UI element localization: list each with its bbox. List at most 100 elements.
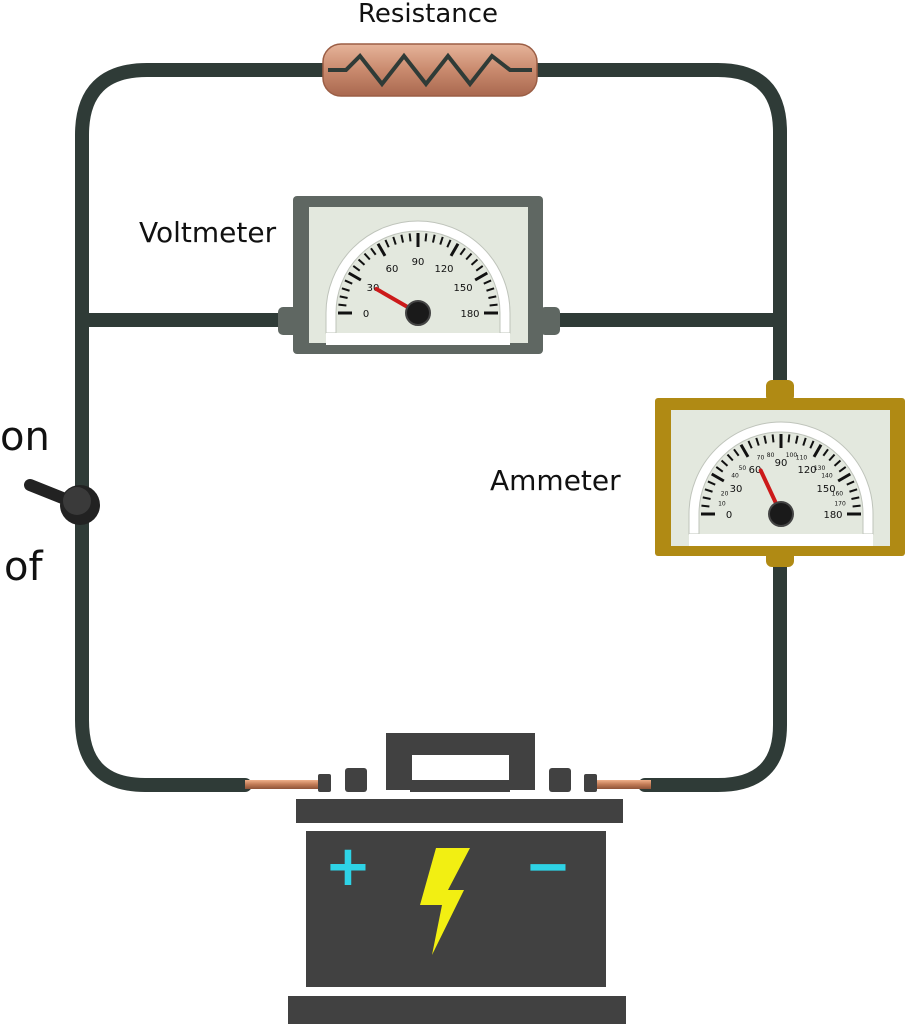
switch-on-label: on — [0, 414, 50, 460]
wire-right-top — [528, 63, 787, 392]
ammeter-minor-scale-label: 110 — [796, 455, 808, 462]
voltmeter-tick — [376, 242, 387, 257]
ammeter-minor-scale-label: 20 — [721, 490, 729, 497]
voltmeter-tick — [483, 279, 492, 285]
ammeter-minor-scale-label: 70 — [757, 455, 765, 462]
battery-terminal-right — [549, 768, 571, 792]
ammeter-scale-label: 150 — [816, 484, 835, 495]
ammeter-tick — [771, 434, 775, 443]
ammeter-minor-scale-label: 140 — [821, 472, 833, 479]
ammeter-minor-scale-label: 160 — [832, 490, 844, 497]
ammeter-minor-scale-label: 40 — [731, 472, 739, 479]
ammeter-minor-scale-label: 80 — [767, 452, 775, 459]
voltmeter-tick — [341, 287, 350, 292]
voltmeter-tick — [470, 258, 479, 266]
switch-off-label: of — [4, 544, 43, 590]
wire-right-bottom — [638, 553, 787, 792]
voltmeter-tick — [424, 233, 428, 242]
ammeter-tick — [733, 448, 740, 457]
battery-handle — [386, 733, 535, 790]
voltmeter-dial-base — [326, 333, 510, 345]
ammeter-tick — [802, 437, 807, 446]
voltmeter-tick — [357, 258, 366, 266]
positive-terminal-symbol: + — [325, 834, 372, 899]
ammeter-tick — [704, 488, 713, 493]
voltmeter-tick — [439, 236, 444, 245]
voltmeter-tick — [475, 265, 484, 272]
voltmeter-tick — [339, 295, 348, 300]
ammeter-scale-label: 120 — [797, 465, 816, 476]
resistor — [322, 43, 538, 97]
resistance-label: Resistance — [358, 0, 498, 29]
bolt-icon — [420, 848, 470, 955]
ammeter-needle-hub — [768, 501, 794, 527]
voltmeter-tick — [370, 247, 377, 256]
ammeter-tick — [794, 435, 799, 444]
ammeter-tick — [838, 466, 847, 473]
voltmeter-scale-label: 90 — [412, 257, 425, 268]
voltmeter-scale-label: 180 — [460, 309, 479, 320]
voltmeter-label: Voltmeter — [139, 216, 277, 249]
ammeter-tick — [833, 459, 842, 467]
ammeter-tick — [707, 480, 716, 486]
ammeter-tick — [720, 459, 729, 467]
voltmeter-tick — [408, 233, 412, 242]
ammeter-scale-label: 60 — [749, 465, 762, 476]
ammeter-minor-scale-label: 100 — [786, 452, 798, 459]
battery-terminal-left — [345, 768, 367, 792]
voltmeter-tick — [363, 252, 371, 261]
voltmeter-tick — [338, 303, 347, 307]
ammeter-tick — [852, 504, 861, 508]
voltmeter-scale-label: 150 — [453, 283, 472, 294]
copper-lead-left — [245, 780, 320, 789]
ammeter-tick — [715, 466, 724, 473]
ammeter-tick — [747, 440, 753, 449]
voltmeter-tick — [489, 303, 498, 307]
ammeter-scale-label: 180 — [823, 510, 842, 521]
voltmeter-tick — [344, 279, 353, 285]
voltmeter-tick — [384, 239, 390, 248]
ammeter-tick — [846, 480, 855, 486]
ammeter-tick — [828, 453, 836, 462]
ammeter-label: Ammeter — [490, 464, 621, 497]
ammeter-minor-scale-label: 170 — [834, 501, 846, 508]
ammeter-minor-scale-label: 10 — [718, 501, 726, 508]
ammeter-dial-base — [689, 534, 873, 546]
voltmeter-tick — [486, 287, 495, 292]
voltmeter-tick — [488, 295, 497, 300]
ammeter-tick — [851, 496, 860, 501]
ammeter-scale-label: 90 — [775, 458, 788, 469]
ammeter-tick — [809, 440, 815, 449]
battery-base — [288, 996, 626, 1024]
voltmeter-tick — [400, 234, 405, 243]
voltmeter-tick — [459, 247, 466, 256]
negative-terminal-symbol: − — [525, 834, 572, 899]
ammeter-minor-scale-label: 50 — [739, 465, 747, 472]
voltmeter-scale-label: 0 — [363, 309, 369, 320]
ammeter-tick — [701, 504, 710, 508]
voltmeter-tick — [446, 239, 452, 248]
wires — [75, 63, 787, 792]
ammeter-tick — [812, 443, 823, 458]
battery-lid — [296, 799, 623, 823]
voltmeter-tick — [449, 242, 460, 257]
ammeter-tick — [787, 434, 791, 443]
ammeter-tick — [837, 472, 852, 483]
voltmeter-scale-label: 120 — [434, 264, 453, 275]
ammeter-tick — [849, 488, 858, 493]
voltmeter-tick — [392, 236, 397, 245]
voltmeter-scale-label: 30 — [367, 283, 380, 294]
ammeter-tick — [710, 472, 725, 483]
voltmeter-tick — [465, 252, 473, 261]
ammeter-tick — [755, 437, 760, 446]
ammeter-tick — [739, 443, 750, 458]
battery — [288, 733, 626, 1024]
voltmeter-scale-label: 60 — [386, 264, 399, 275]
switch[interactable] — [24, 479, 100, 525]
voltmeter-tick — [431, 234, 436, 243]
ammeter-tick — [702, 496, 711, 501]
